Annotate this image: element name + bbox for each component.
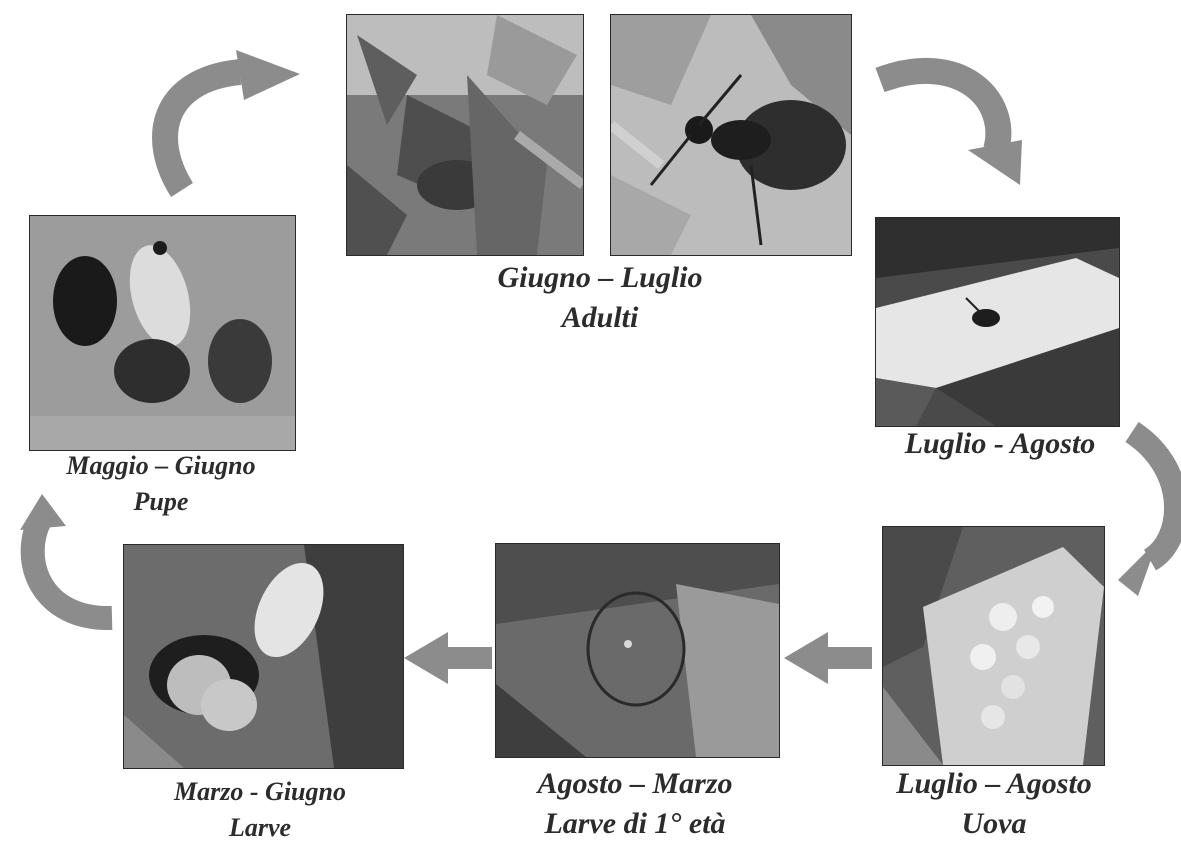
photo-adult-insect <box>610 14 852 256</box>
eggs-image <box>883 527 1104 765</box>
photo-oviposition <box>875 217 1120 427</box>
arrow-first-instar-to-larvae <box>446 647 492 669</box>
arrow-oviposition-to-eggs <box>1132 432 1176 560</box>
arrowhead-first-instar-to-larvae <box>404 632 448 684</box>
hazelnut-bud-image <box>347 15 583 255</box>
caption-ovideposizione-period: Luglio - Agosto <box>880 424 1120 464</box>
caption-pupe: Maggio – Giugno Pupe <box>30 448 292 520</box>
first-instar-larvae-image <box>496 544 779 757</box>
larvae-image <box>124 545 403 768</box>
arrowhead-pupae-to-adults <box>236 50 300 100</box>
caption-larve-prima-eta: Agosto – Marzo Larve di 1° età <box>490 764 780 844</box>
caption-ovideposizione: Luglio - Agosto <box>880 424 1120 464</box>
caption-adulti-stage: Adulti <box>470 298 730 338</box>
photo-pupae <box>29 215 296 451</box>
caption-larve: Marzo - Giugno Larve <box>130 774 390 846</box>
caption-adulti-period: Giugno – Luglio <box>470 258 730 298</box>
pupae-image <box>30 216 295 450</box>
adult-insect-image <box>611 15 851 255</box>
arrow-adults-to-oviposition <box>880 71 998 150</box>
arrowhead-oviposition-to-eggs <box>1118 540 1158 596</box>
caption-larve-prima-eta-period: Agosto – Marzo <box>490 764 780 804</box>
photo-first-instar-larvae <box>495 543 780 758</box>
caption-uova-stage: Uova <box>870 804 1118 844</box>
arrow-pupae-to-adults <box>165 72 240 190</box>
caption-uova-period: Luglio – Agosto <box>870 764 1118 804</box>
oviposition-image <box>876 218 1119 426</box>
caption-larve-period: Marzo - Giugno <box>130 774 390 810</box>
photo-hazelnut-bud <box>346 14 584 256</box>
caption-adulti: Giugno – Luglio Adulti <box>470 258 730 338</box>
caption-pupe-period: Maggio – Giugno <box>30 448 292 484</box>
caption-larve-prima-eta-stage: Larve di 1° età <box>490 804 780 844</box>
caption-uova: Luglio – Agosto Uova <box>870 764 1118 844</box>
arrow-eggs-to-first-instar <box>826 647 872 669</box>
caption-pupe-stage: Pupe <box>30 484 292 520</box>
caption-larve-stage: Larve <box>130 810 390 846</box>
photo-larvae <box>123 544 404 769</box>
arrowhead-eggs-to-first-instar <box>784 632 828 684</box>
photo-eggs <box>882 526 1105 766</box>
arrowhead-adults-to-oviposition <box>968 140 1022 185</box>
arrow-larvae-to-pupae <box>33 520 112 618</box>
